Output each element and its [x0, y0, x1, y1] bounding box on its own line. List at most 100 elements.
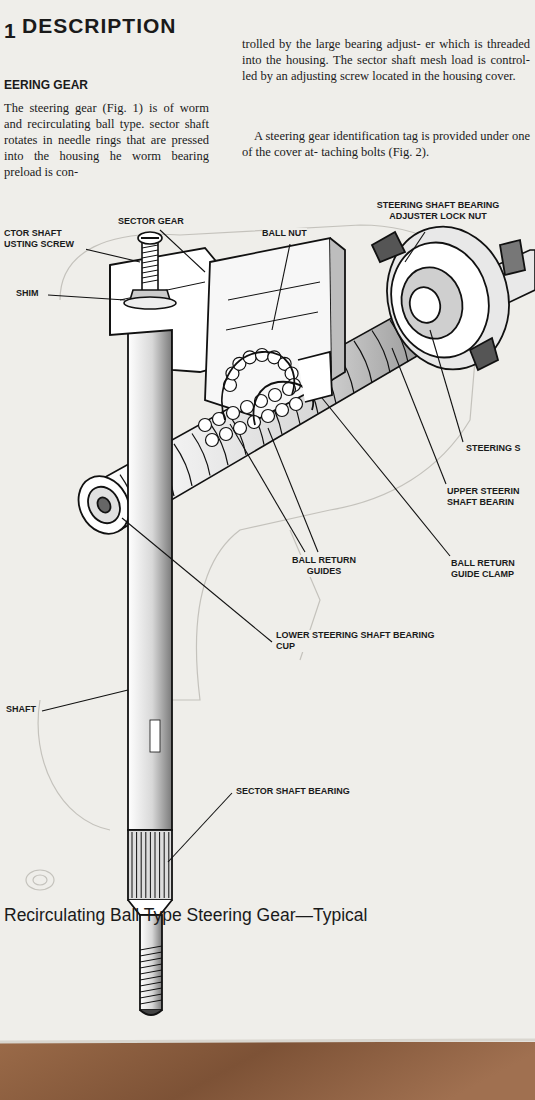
adjusting-screw: [142, 255, 158, 258]
sector-shaft: [140, 946, 162, 950]
leader-line: [168, 793, 232, 862]
adjusting-screw: [124, 232, 176, 309]
bearing-cup: [82, 481, 126, 529]
sector-gear: [109, 265, 111, 335]
recirculating-balls: [199, 419, 212, 432]
part-label: BALL NUT: [262, 228, 307, 239]
body-text: A steering gear identification tag is pr…: [242, 128, 530, 160]
part-label: SHIM: [16, 288, 39, 299]
bearing-adjuster: [500, 240, 525, 275]
ball-return-guides: [222, 352, 332, 425]
figure-caption: Recirculating Ball Type Steering Gear—Ty…: [4, 905, 367, 926]
ball-return-guides: [298, 352, 332, 402]
part-label: SECTOR SHAFT BEARING: [236, 786, 350, 797]
sector-shaft: [145, 832, 146, 898]
adjusting-screw: [142, 245, 158, 248]
ball-return-guides: [222, 352, 294, 420]
part-label: UPPER STEERIN SHAFT BEARIN: [447, 486, 531, 508]
sector-shaft: [140, 970, 162, 974]
housing-outline: [60, 225, 480, 700]
recirculating-balls: [262, 410, 275, 423]
part-label: STEERING SHAFT BEARING ADJUSTER LOCK NUT: [362, 200, 514, 222]
sector-shaft: [140, 1010, 162, 1015]
sector-shaft: [159, 832, 160, 898]
section-heading: DESCRIPTION: [22, 14, 177, 38]
recirculating-balls: [290, 398, 303, 411]
ball-nut: [205, 238, 332, 418]
leader-line: [160, 230, 205, 272]
part-label: SHAFT: [6, 704, 36, 715]
sector-shaft: [140, 964, 162, 968]
recirculating-balls: [227, 407, 240, 420]
table-surface: [0, 1040, 535, 1100]
part-label: SECTOR GEAR: [118, 216, 184, 227]
bearing-adjuster: [470, 338, 498, 370]
steering-shaft: [372, 331, 390, 373]
sector-shaft: [132, 832, 133, 898]
housing-outline: [26, 870, 54, 890]
sector-shaft: [128, 830, 172, 900]
sector-shaft: [155, 832, 156, 898]
housing-outline: [38, 700, 110, 830]
housing-outline: [26, 225, 480, 890]
sector-shaft: [140, 994, 162, 998]
part-label: STEERING S: [466, 443, 521, 454]
part-label: CTOR SHAFT USTING SCREW: [4, 228, 86, 250]
bearing-adjuster: [394, 260, 471, 345]
adjusting-screw: [124, 297, 176, 309]
sector-shaft: [140, 958, 162, 962]
part-label: BALL RETURN GUIDE CLAMP: [451, 558, 531, 580]
sector-shaft: [140, 946, 162, 1004]
sector-shaft: [140, 952, 162, 956]
sector-shaft: [168, 832, 169, 898]
recirculating-balls: [199, 349, 303, 447]
leader-line: [230, 424, 305, 552]
body-text: trolled by the large bearing adjust- er …: [242, 36, 530, 84]
sector-shaft: [140, 976, 162, 980]
recirculating-balls: [269, 389, 282, 402]
sector-shaft: [150, 720, 160, 752]
sector-shaft: [140, 982, 162, 986]
sector-shaft: [140, 988, 162, 992]
part-label: LOWER STEERING SHAFT BEARING CUP: [276, 630, 436, 652]
leader-line: [122, 518, 272, 642]
bearing-adjuster: [372, 232, 405, 262]
adjusting-screw: [142, 270, 158, 273]
bearing-adjuster: [406, 284, 444, 327]
body-text: The steering gear (Fig. 1) is of worm an…: [4, 100, 209, 180]
recirculating-balls: [206, 434, 219, 447]
adjusting-screw: [142, 280, 158, 283]
steering-shaft: [174, 444, 192, 486]
sector-shaft: [140, 915, 162, 1010]
leader-line: [48, 295, 125, 300]
leader-line: [405, 232, 425, 262]
bearing-adjuster: [371, 213, 525, 383]
adjusting-screw: [142, 250, 158, 253]
adjusting-screw: [141, 237, 159, 239]
subheading: EERING GEAR: [4, 78, 88, 92]
leader-line: [430, 330, 463, 442]
leader-line: [42, 230, 463, 862]
table-surface: [0, 1042, 535, 1100]
table-surface: [0, 1040, 535, 1042]
part-label: BALL RETURN GUIDES: [282, 555, 366, 577]
leader-line: [322, 398, 450, 556]
housing-outline: [33, 875, 47, 885]
adjusting-screw: [138, 232, 162, 244]
adjusting-screw: [142, 265, 158, 268]
recirculating-balls: [220, 428, 233, 441]
sector-shaft: [128, 300, 172, 830]
ball-nut: [330, 238, 345, 380]
sector-shaft: [164, 832, 165, 898]
recirculating-balls: [256, 349, 269, 362]
leader-line: [42, 690, 128, 711]
ball-nut: [205, 238, 345, 418]
adjusting-screw: [142, 260, 158, 263]
sector-shaft: [136, 832, 137, 898]
bearing-cup: [95, 495, 113, 515]
leader-line: [268, 428, 318, 552]
bearing-adjuster: [371, 213, 524, 383]
steering-shaft: [354, 341, 372, 383]
